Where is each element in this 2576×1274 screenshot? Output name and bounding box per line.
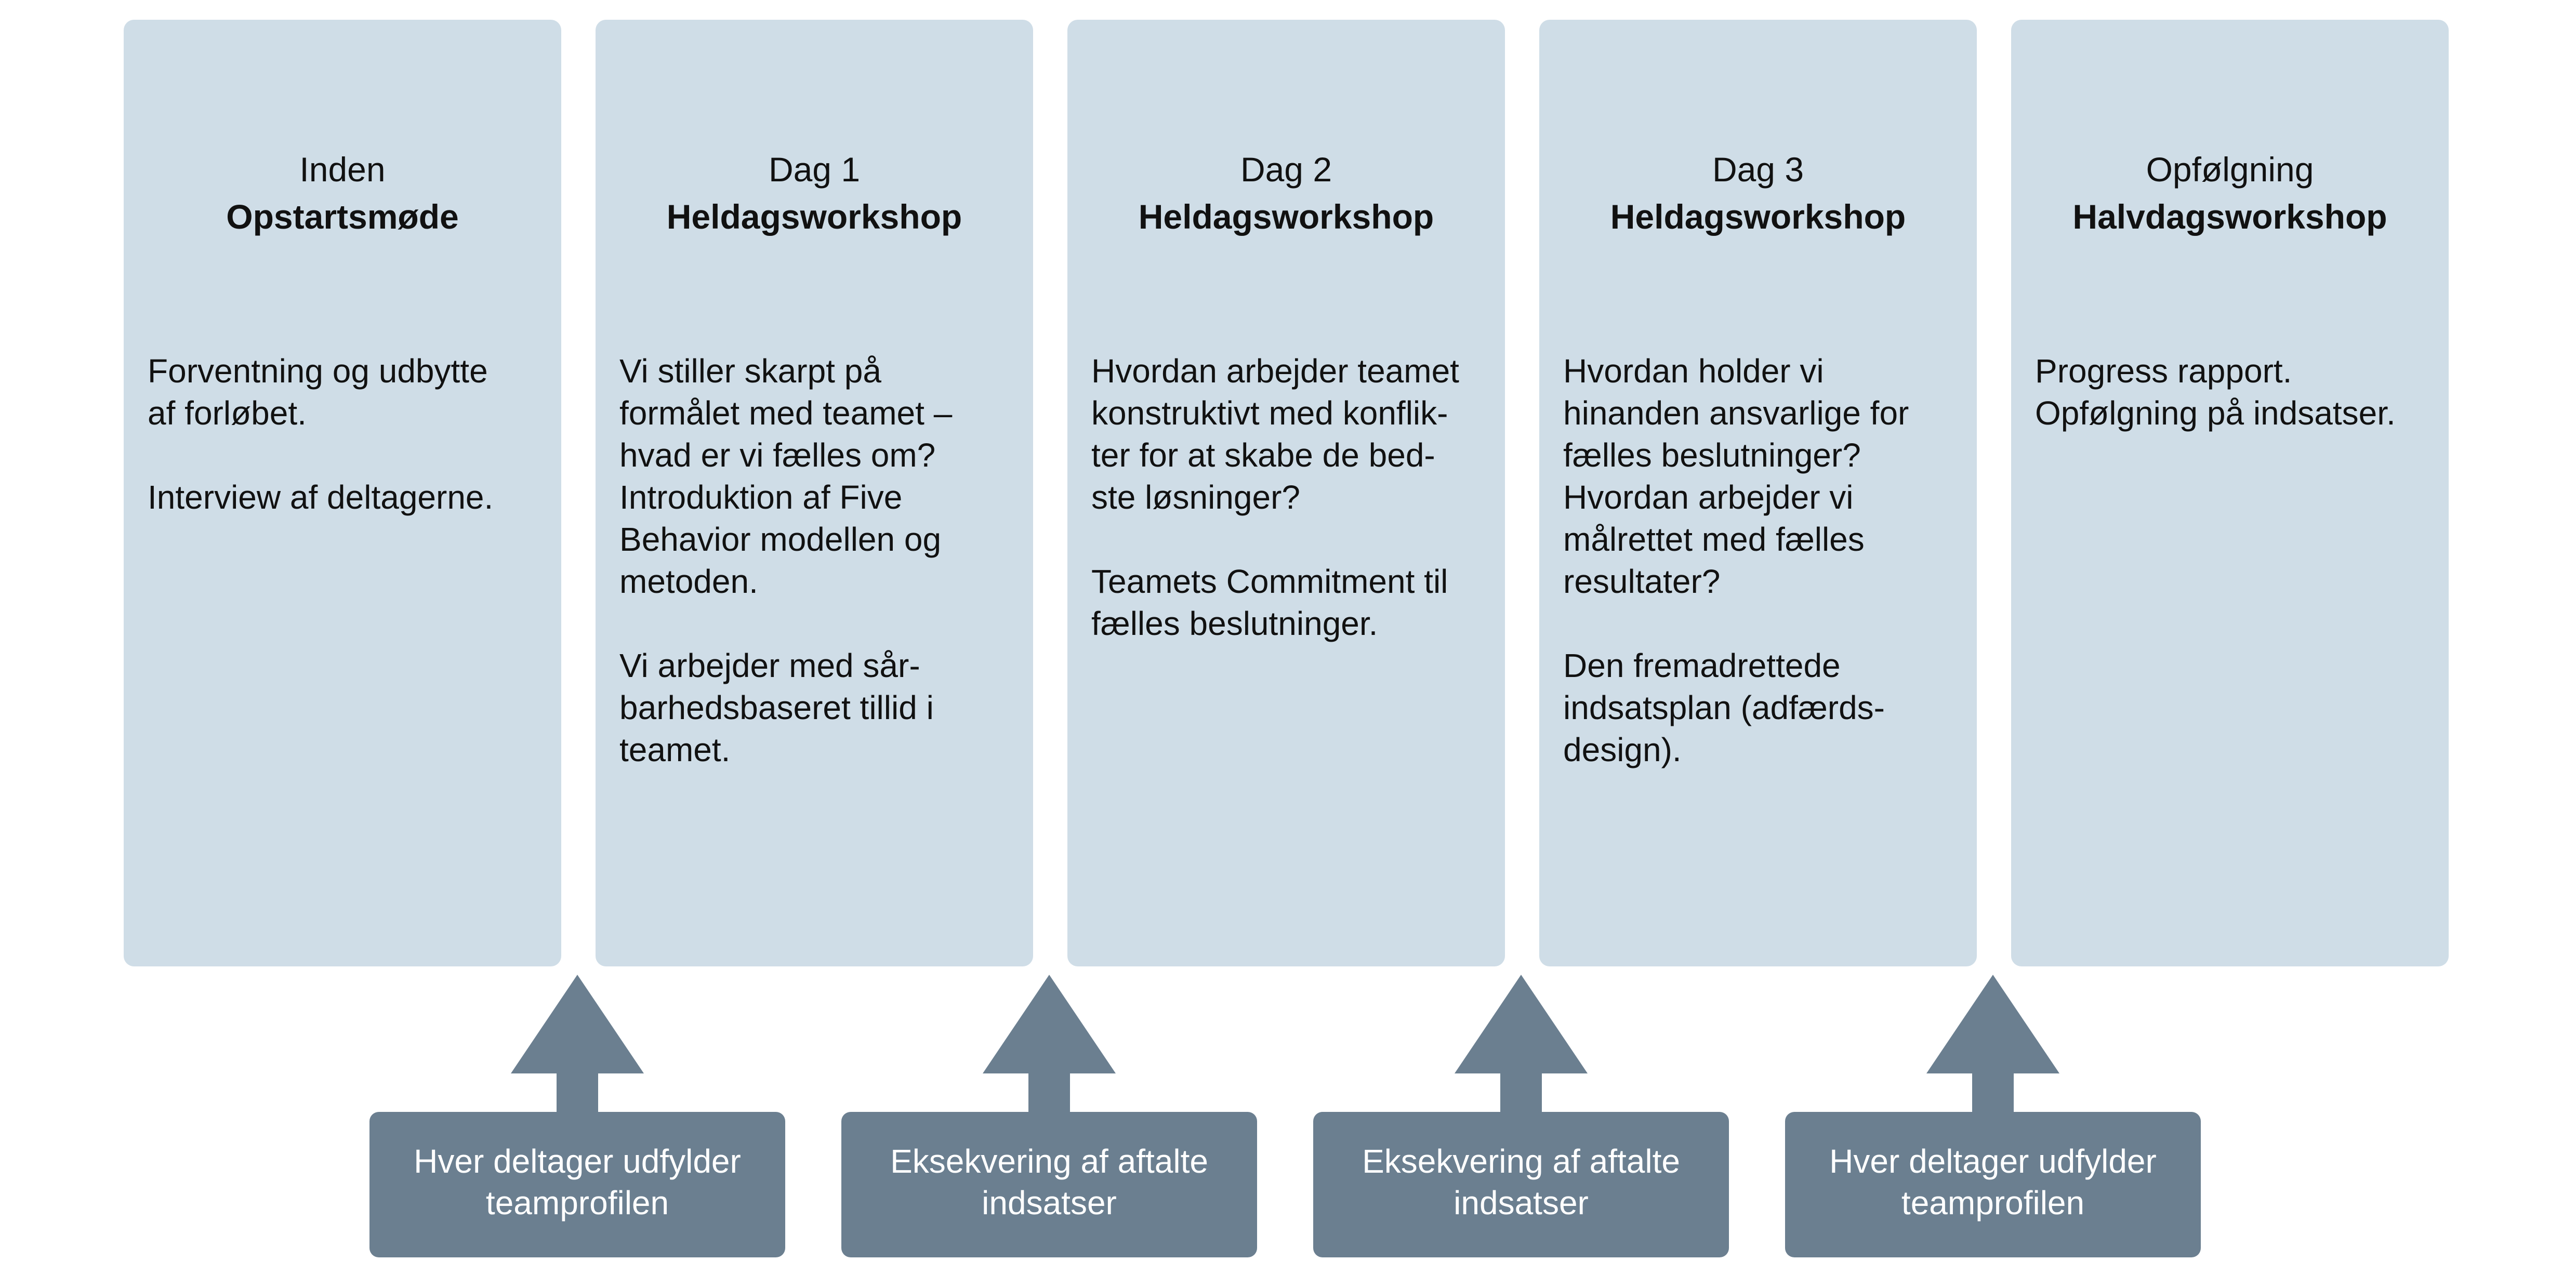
between-step-note: Eksekvering af aftalte indsatser xyxy=(1313,1112,1729,1257)
between-step-note: Hver deltager udfylder teamprofilen xyxy=(369,1112,785,1257)
up-arrow-shape xyxy=(1455,975,1588,1120)
column-phase: Dag 2 xyxy=(1240,150,1332,189)
up-arrow-shape xyxy=(511,975,644,1120)
column-paragraph: Den fremadrettede indsatsplan (adfærds- … xyxy=(1563,647,1885,768)
column-body: Vi stiller skarpt på formålet med teamet… xyxy=(619,350,1018,813)
column-phase: Dag 1 xyxy=(768,150,861,189)
column-paragraph: Vi arbejder med sår- barhedsbaseret till… xyxy=(619,647,934,768)
column-phase: Opfølgning xyxy=(2146,150,2314,189)
up-arrow-icon xyxy=(1926,975,2059,1120)
column-paragraph: Interview af deltagerne. xyxy=(148,479,494,516)
phase-column-day-1: Dag 1 Heldagsworkshop Vi stiller skarpt … xyxy=(596,20,1033,966)
column-body: Forventning og udbytte af forløbet. Inte… xyxy=(148,350,546,561)
phase-column-follow-up: Opfølgning Halvdagsworkshop Progress rap… xyxy=(2011,20,2449,966)
column-heading: Opfølgning Halvdagsworkshop xyxy=(2011,146,2449,241)
column-heading: Inden Opstartsmøde xyxy=(124,146,561,241)
column-paragraph: Hvordan arbejder teamet konstruktivt med… xyxy=(1091,352,1459,516)
column-title: Heldagsworkshop xyxy=(666,197,962,236)
column-paragraph: Forventning og udbytte af forløbet. xyxy=(148,352,488,432)
up-arrow-shape xyxy=(983,975,1116,1120)
column-paragraph: Teamets Commitment til fælles beslutning… xyxy=(1091,563,1448,642)
column-phase: Inden xyxy=(299,150,386,189)
column-title: Heldagsworkshop xyxy=(1610,197,1906,236)
column-paragraph: Hvordan holder vi hinanden ansvarlige fo… xyxy=(1563,352,1909,600)
column-body: Hvordan holder vi hinanden ansvarlige fo… xyxy=(1563,350,1961,813)
up-arrow-icon xyxy=(1455,975,1588,1120)
phase-column-day-3: Dag 3 Heldagsworkshop Hvordan holder vi … xyxy=(1539,20,1977,966)
column-heading: Dag 1 Heldagsworkshop xyxy=(596,146,1033,241)
column-title: Halvdagsworkshop xyxy=(2072,197,2387,236)
between-step-note: Eksekvering af aftalte indsatser xyxy=(841,1112,1257,1257)
up-arrow-icon xyxy=(511,975,644,1120)
column-heading: Dag 3 Heldagsworkshop xyxy=(1539,146,1977,241)
column-title: Opstartsmøde xyxy=(226,197,459,236)
column-title: Heldagsworkshop xyxy=(1138,197,1434,236)
column-body: Hvordan arbejder teamet konstruktivt med… xyxy=(1091,350,1489,687)
phase-column-before: Inden Opstartsmøde Forventning og udbytt… xyxy=(124,20,561,966)
column-phase: Dag 3 xyxy=(1712,150,1804,189)
up-arrow-shape xyxy=(1926,975,2059,1120)
column-body: Progress rapport. Opfølgning på indsatse… xyxy=(2035,350,2433,476)
column-heading: Dag 2 Heldagsworkshop xyxy=(1067,146,1505,241)
phase-column-day-2: Dag 2 Heldagsworkshop Hvordan arbejder t… xyxy=(1067,20,1505,966)
column-paragraph: Vi stiller skarpt på formålet med teamet… xyxy=(619,352,953,600)
between-step-note: Hver deltager udfylder teamprofilen xyxy=(1785,1112,2201,1257)
column-paragraph: Progress rapport. Opfølgning på indsatse… xyxy=(2035,352,2396,432)
up-arrow-icon xyxy=(983,975,1116,1120)
